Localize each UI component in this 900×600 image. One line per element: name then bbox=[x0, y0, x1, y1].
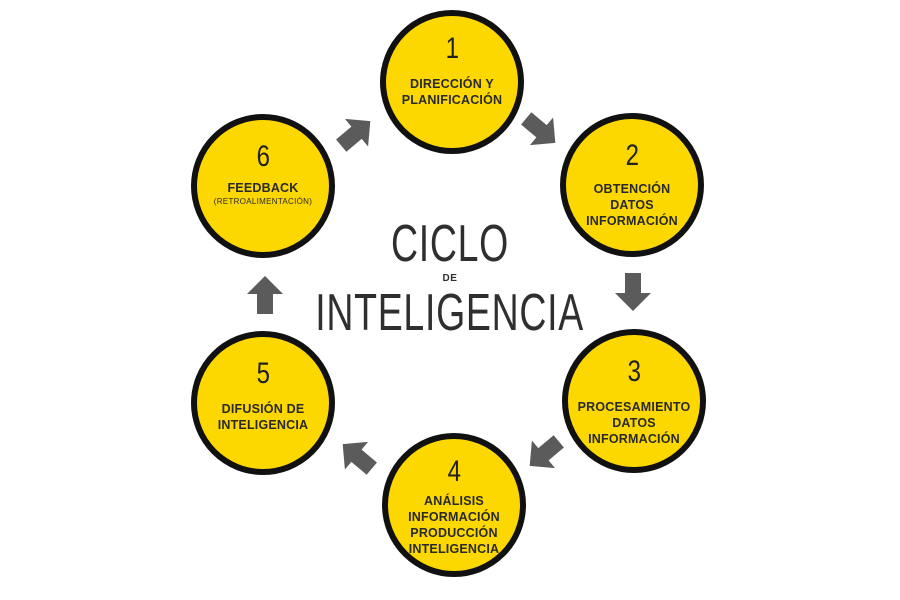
node-label-line: INFORMACIÓN bbox=[586, 214, 678, 228]
node-label-line: INFORMACIÓN bbox=[408, 510, 500, 524]
cycle-node-1: 1 DIRECCIÓN Y PLANIFICACIÓN bbox=[380, 10, 524, 154]
cycle-node-6: 6 FEEDBACK (RETROALIMENTACIÓN) bbox=[191, 114, 335, 258]
diagram-title: CICLO DE INTELIGENCIA bbox=[316, 215, 584, 340]
cycle-node-3: 3 PROCESAMIENTO DATOS INFORMACIÓN bbox=[562, 329, 706, 473]
cycle-node-2: 2 OBTENCIÓN DATOS INFORMACIÓN bbox=[560, 113, 704, 257]
node-label-line: DATOS bbox=[610, 198, 654, 212]
node-label-line: DIFUSIÓN DE bbox=[221, 402, 305, 416]
node-number: 1 bbox=[445, 32, 459, 65]
node-label-line: INFORMACIÓN bbox=[588, 432, 680, 446]
node-label-line: DATOS bbox=[612, 416, 656, 430]
node-label-line: OBTENCIÓN bbox=[593, 182, 671, 196]
node-label-line: FEEDBACK bbox=[227, 181, 299, 195]
cycle-node-4: 4 ANÁLISIS INFORMACIÓN PRODUCCIÓN INTELI… bbox=[382, 433, 526, 577]
title-word-ciclo: CICLO bbox=[390, 215, 510, 273]
node-label-line: DIRECCIÓN Y bbox=[410, 77, 494, 91]
cycle-node-5: 5 DIFUSIÓN DE INTELIGENCIA bbox=[191, 331, 335, 475]
node-label-line: PLANIFICACIÓN bbox=[401, 93, 503, 107]
node-number: 2 bbox=[625, 139, 639, 172]
node-label-line: INTELIGENCIA bbox=[408, 542, 500, 556]
node-label-line: PRODUCCIÓN bbox=[410, 526, 498, 540]
title-word-de: DE bbox=[442, 273, 458, 284]
node-number: 3 bbox=[627, 355, 641, 388]
node-label-line: PROCESAMIENTO bbox=[577, 400, 691, 414]
title-word-inteligencia: INTELIGENCIA bbox=[315, 284, 585, 342]
node-number: 6 bbox=[256, 140, 270, 173]
node-label-line: INTELIGENCIA bbox=[217, 418, 309, 432]
node-number: 4 bbox=[447, 455, 461, 488]
node-label-line: ANÁLISIS bbox=[424, 494, 484, 508]
node-sublabel: (RETROALIMENTACIÓN) bbox=[213, 197, 313, 206]
node-number: 5 bbox=[256, 357, 270, 390]
